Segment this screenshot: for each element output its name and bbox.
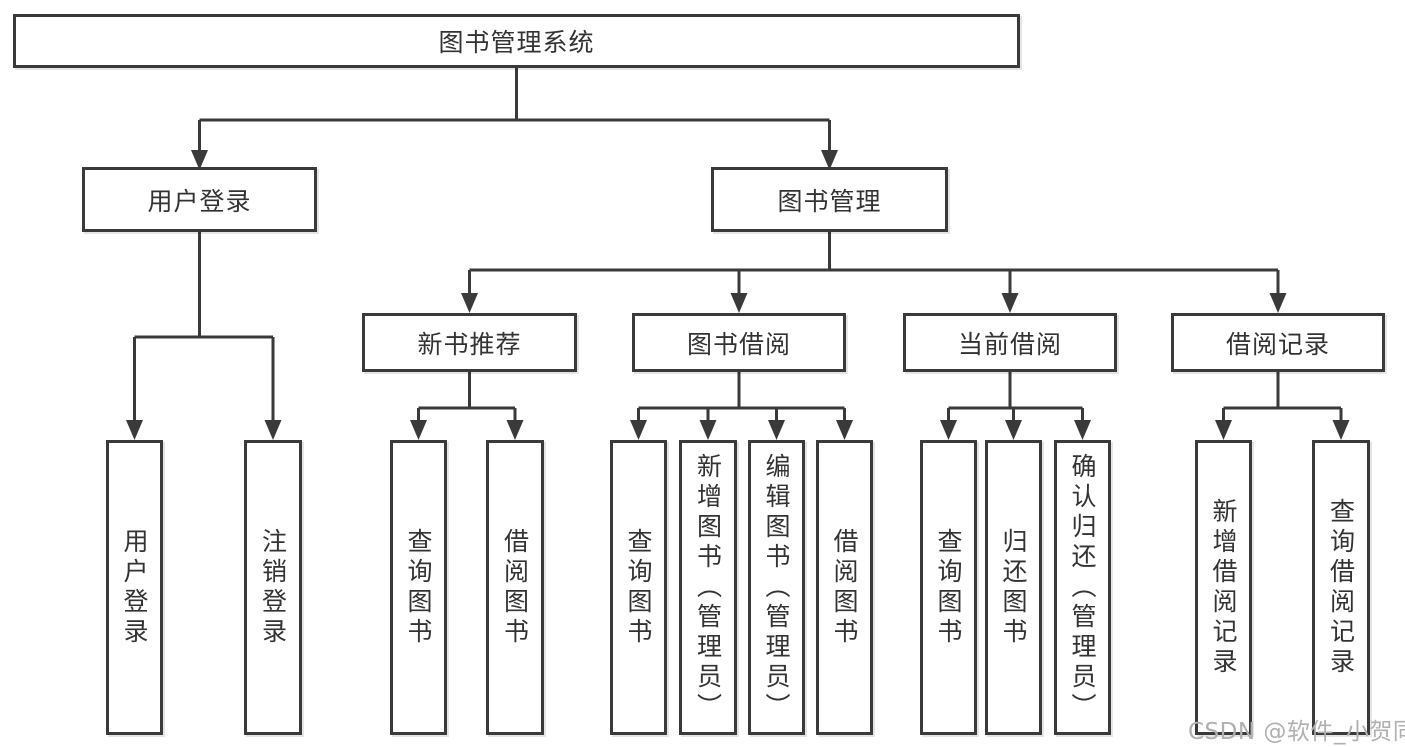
leaf-label: 借阅图书 xyxy=(500,527,530,648)
arrow-down-icon xyxy=(506,420,524,440)
leaf-borrowing-edit-books-admin: 编辑图书（管理员） xyxy=(748,440,805,735)
leaf-records-query-record: 查询借阅记录 xyxy=(1312,440,1370,735)
arrow-down-icon xyxy=(191,150,208,170)
arrow-down-icon xyxy=(461,293,478,313)
leaf-label: 用户登录 xyxy=(120,527,149,648)
leaf-newbook-borrow-books: 借阅图书 xyxy=(486,440,544,735)
connector-line xyxy=(133,232,275,423)
node-user-login: 用户登录 xyxy=(82,167,317,232)
arrow-down-icon xyxy=(1001,293,1019,313)
node-book-management: 图书管理 xyxy=(711,167,948,232)
arrow-down-icon xyxy=(768,420,785,440)
leaf-current-return-books: 归还图书 xyxy=(985,440,1042,735)
leaf-records-add-record: 新增借阅记录 xyxy=(1195,440,1252,735)
leaf-borrowing-borrow-books: 借阅图书 xyxy=(816,440,873,735)
arrow-down-icon xyxy=(1074,420,1091,440)
connector-line xyxy=(417,372,517,423)
leaf-borrowing-query-books: 查询图书 xyxy=(610,440,667,735)
leaf-label: 新增图书（管理员） xyxy=(693,452,723,723)
arrow-down-icon xyxy=(836,420,853,440)
node-current-borrowing: 当前借阅 xyxy=(903,313,1117,372)
arrow-down-icon xyxy=(1269,293,1287,313)
leaf-user-login: 用户登录 xyxy=(106,440,163,735)
leaf-label: 归还图书 xyxy=(999,527,1028,648)
leaf-label: 注销登录 xyxy=(258,527,288,648)
connector-line xyxy=(1222,372,1343,423)
arrow-down-icon xyxy=(410,420,427,440)
connector-line xyxy=(947,372,1084,423)
leaf-current-query-books: 查询图书 xyxy=(920,440,977,735)
arrow-down-icon xyxy=(699,420,717,440)
node-new-book-recommend: 新书推荐 xyxy=(362,313,577,372)
node-root: 图书管理系统 xyxy=(13,14,1020,68)
arrow-down-icon xyxy=(1215,420,1232,440)
leaf-label: 编辑图书（管理员） xyxy=(762,452,791,723)
leaf-label: 新增借阅记录 xyxy=(1209,497,1238,678)
arrow-down-icon xyxy=(821,150,838,170)
arrow-down-icon xyxy=(1005,420,1022,440)
connector-new-book-recommend xyxy=(410,372,524,440)
connector-borrowing-records xyxy=(1215,372,1350,440)
node-borrowing-records: 借阅记录 xyxy=(1171,313,1385,372)
leaf-logout: 注销登录 xyxy=(244,440,302,735)
arrow-down-icon xyxy=(940,420,957,440)
connector-line xyxy=(637,372,846,423)
leaf-label: 确认归还（管理员） xyxy=(1068,452,1097,723)
leaf-label: 查询借阅记录 xyxy=(1326,497,1356,678)
connector-book-management xyxy=(461,232,1287,313)
arrow-down-icon xyxy=(264,420,282,440)
connector-user-login xyxy=(126,232,282,440)
arrow-down-icon xyxy=(730,293,748,313)
arrow-down-icon xyxy=(126,420,143,440)
leaf-borrowing-add-books-admin: 新增图书（管理员） xyxy=(679,440,737,735)
connector-line xyxy=(198,68,831,152)
connector-book-borrowing xyxy=(630,372,853,440)
leaf-label: 借阅图书 xyxy=(830,527,859,648)
arrow-down-icon xyxy=(1332,420,1350,440)
connector-current-borrowing xyxy=(940,372,1091,440)
leaf-label: 查询图书 xyxy=(934,527,963,648)
leaf-newbook-query-books: 查询图书 xyxy=(390,440,447,735)
connector-root xyxy=(191,68,838,170)
node-book-borrowing: 图书借阅 xyxy=(632,313,846,372)
arrow-down-icon xyxy=(630,420,647,440)
csdn-watermark: CSDN @软件_小贺同学 xyxy=(1188,719,1405,745)
leaf-label: 查询图书 xyxy=(404,527,433,648)
connector-line xyxy=(468,232,1280,295)
leaf-label: 查询图书 xyxy=(624,527,653,648)
leaf-current-confirm-return-admin: 确认归还（管理员） xyxy=(1054,440,1111,735)
